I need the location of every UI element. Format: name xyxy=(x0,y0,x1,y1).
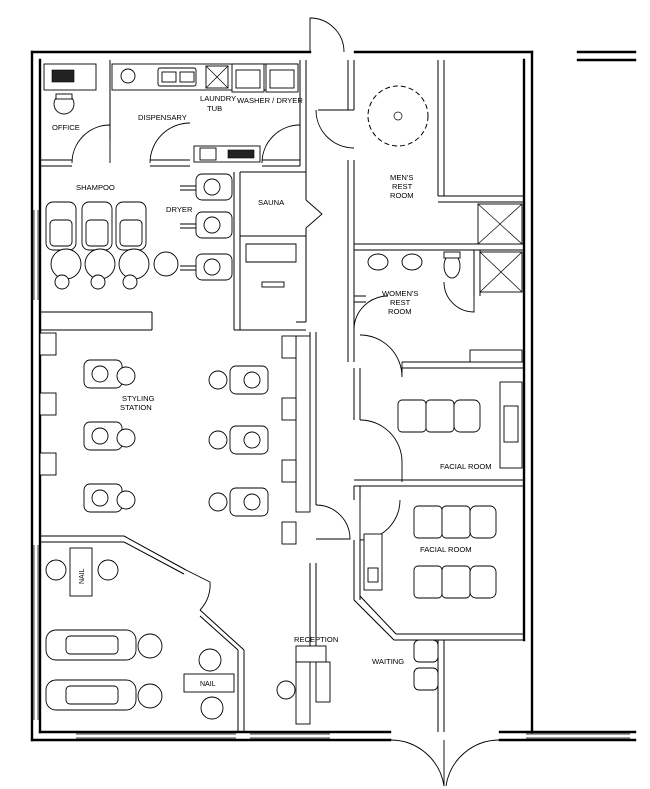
nail-station-1 xyxy=(45,547,119,597)
doors xyxy=(71,17,501,787)
facial-room-1-fixtures xyxy=(397,349,523,469)
label-reception: RECEPTION xyxy=(294,635,338,644)
shampoo-chairs xyxy=(45,201,147,251)
sauna-fixtures xyxy=(245,243,297,288)
shampoo-bowls xyxy=(50,248,150,290)
styling-counters-left xyxy=(39,332,57,476)
waiting-chairs xyxy=(413,639,439,691)
label-washer-dryer: WASHER / DRYER xyxy=(237,96,303,105)
styling-chairs-right xyxy=(208,365,269,517)
label-nail-2: NAIL xyxy=(200,681,216,688)
label-womens-1: WOMEN'S xyxy=(382,289,418,298)
label-laundry-tub-1: LAUNDRY xyxy=(200,94,236,103)
office-area xyxy=(43,63,97,115)
label-waiting: WAITING xyxy=(372,657,404,666)
label-office: OFFICE xyxy=(52,123,80,132)
label-womens-2: REST xyxy=(390,298,411,307)
label-dryer: DRYER xyxy=(166,205,193,214)
label-facial-room-2: FACIAL ROOM xyxy=(420,545,472,554)
label-dispensary: DISPENSARY xyxy=(138,113,187,122)
reception-desk xyxy=(276,645,331,725)
label-laundry-tub-2: TUB xyxy=(207,104,222,113)
facial-room-2-fixtures xyxy=(363,505,497,599)
label-styling-1: STYLING xyxy=(122,394,155,403)
label-mens-1: MEN'S xyxy=(390,173,413,182)
pedicure-chairs xyxy=(45,629,163,711)
womens-restroom-fixtures xyxy=(367,251,523,293)
label-styling-2: STATION xyxy=(120,403,152,412)
dryer-stations xyxy=(153,173,233,281)
nail-station-2 xyxy=(183,648,235,720)
label-sauna: SAUNA xyxy=(258,198,285,207)
styling-chairs-left xyxy=(83,359,136,513)
styling-counters-right xyxy=(281,335,311,545)
label-mens-2: REST xyxy=(392,182,413,191)
label-nail-1: NAIL xyxy=(79,568,86,584)
dispensary-counter xyxy=(111,63,299,163)
label-womens-3: ROOM xyxy=(388,307,412,316)
room-labels: OFFICE DISPENSARY LAUNDRY TUB WASHER / D… xyxy=(52,94,492,688)
label-mens-3: ROOM xyxy=(390,191,414,200)
mens-restroom-fixtures xyxy=(367,85,523,245)
windows xyxy=(33,210,630,739)
label-shampoo: SHAMPOO xyxy=(76,183,115,192)
label-facial-room-1: FACIAL ROOM xyxy=(440,462,492,471)
